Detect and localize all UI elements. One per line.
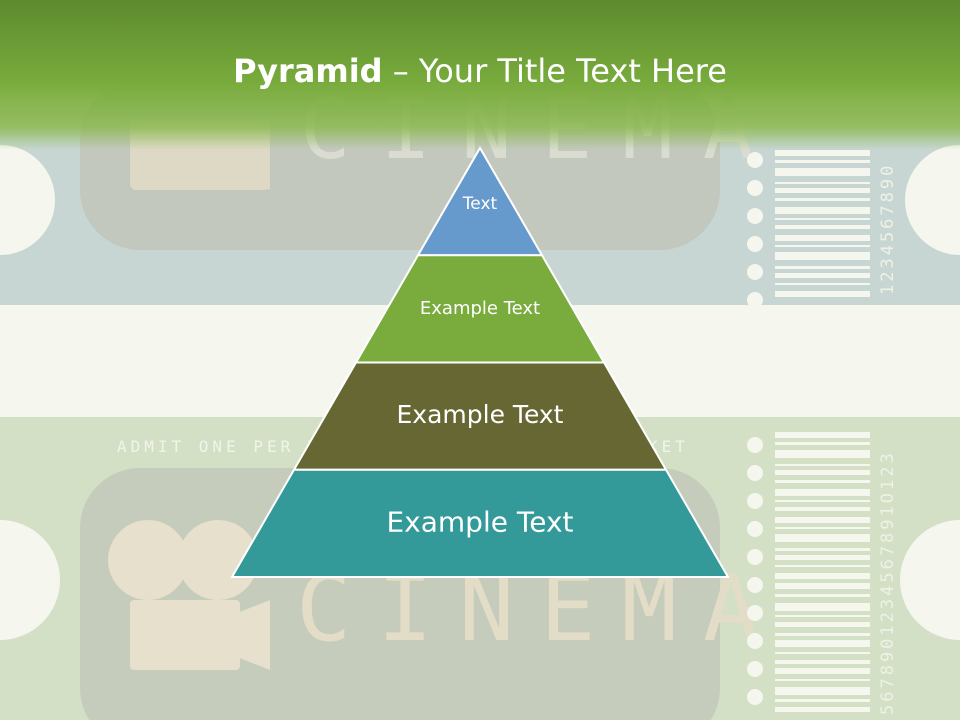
barcode-bar (775, 507, 870, 511)
barcode-bar (775, 615, 870, 617)
perforation-dot (747, 264, 763, 280)
slide-title-rest: – Your Title Text Here (382, 52, 727, 90)
perforation-dot (747, 633, 763, 649)
barcode-bar (775, 668, 870, 674)
barcode-bar (775, 218, 870, 220)
barcode-bar (775, 489, 870, 496)
barcode-bar (775, 517, 870, 523)
ticket-caption-right: KET (648, 437, 689, 456)
pyramid-level-2-label: Example Text (420, 298, 540, 319)
perforation-dot (747, 661, 763, 677)
barcode-bar (775, 235, 870, 241)
perforation-dot (747, 577, 763, 593)
bottom-ticket-number: 5678901234567891O123 (878, 450, 898, 715)
barcode-bar (775, 252, 870, 260)
perforation-dot (747, 236, 763, 252)
perforation-dot (747, 521, 763, 537)
barcode (775, 150, 870, 712)
perforation-dot (747, 605, 763, 621)
barcode-bar (775, 188, 870, 193)
barcode-bar (775, 245, 870, 247)
barcode-bar (775, 555, 870, 560)
barcode-bar (775, 527, 870, 529)
barcode-bar (775, 273, 870, 278)
barcode-bar (775, 160, 870, 163)
perforation-dot (747, 549, 763, 565)
barcode-bar (775, 679, 870, 681)
barcode-bar (775, 500, 870, 502)
perforation-dot (747, 437, 763, 453)
barcode-bar (775, 432, 870, 438)
barcode-bar (775, 534, 870, 542)
perforation-dot (747, 465, 763, 481)
ticket-caption-left: ADMIT ONE PER T (117, 437, 322, 456)
camera-icon (108, 520, 270, 670)
barcode-bar (775, 687, 870, 695)
barcode-bar (775, 573, 870, 579)
pyramid-level-3-label: Example Text (397, 400, 564, 429)
barcode-bar (775, 207, 870, 214)
barcode-bar (775, 548, 870, 551)
barcode-bar (775, 640, 870, 647)
barcode-bar (775, 633, 870, 636)
barcode-bar (775, 168, 870, 176)
barcode-bar (775, 464, 870, 466)
pyramid-level-1-label: Text (462, 194, 498, 214)
top-ticket-number: 1234567890 (878, 163, 898, 295)
perforation-dot (747, 689, 763, 705)
barcode-bar (775, 470, 870, 475)
barcode-bar (775, 480, 870, 483)
barcode-bar (775, 198, 870, 201)
perforation-dot (747, 152, 763, 168)
perforation-dots (747, 152, 763, 705)
barcode-bar (775, 583, 870, 589)
barcode-bar (775, 699, 870, 702)
title-bar (0, 0, 960, 150)
barcode-bar (775, 565, 870, 567)
barcode-bar (775, 225, 870, 229)
barcode-bar (775, 603, 870, 611)
barcode-bar (775, 442, 870, 445)
barcode-bar (775, 660, 870, 664)
barcode-bar (775, 266, 870, 269)
slide-title-bold: Pyramid (233, 52, 383, 90)
pyramid-level-4-label: Example Text (386, 505, 573, 538)
barcode-bar (775, 450, 870, 458)
barcode-bar (775, 182, 870, 184)
barcode-bar (775, 652, 870, 654)
perforation-dot (747, 493, 763, 509)
barcode-bar (775, 707, 870, 712)
perforation-dot (747, 208, 763, 224)
barcode-bar (775, 150, 870, 156)
perforation-dot (747, 180, 763, 196)
perforation-dot (747, 292, 763, 308)
barcode-bar (775, 283, 870, 285)
pyramid-level-4 (230, 468, 730, 578)
barcode-bar (775, 622, 870, 627)
barcode-bar (775, 291, 870, 297)
barcode-bar (775, 594, 870, 597)
slide-title: Pyramid – Your Title Text Here (0, 52, 960, 90)
